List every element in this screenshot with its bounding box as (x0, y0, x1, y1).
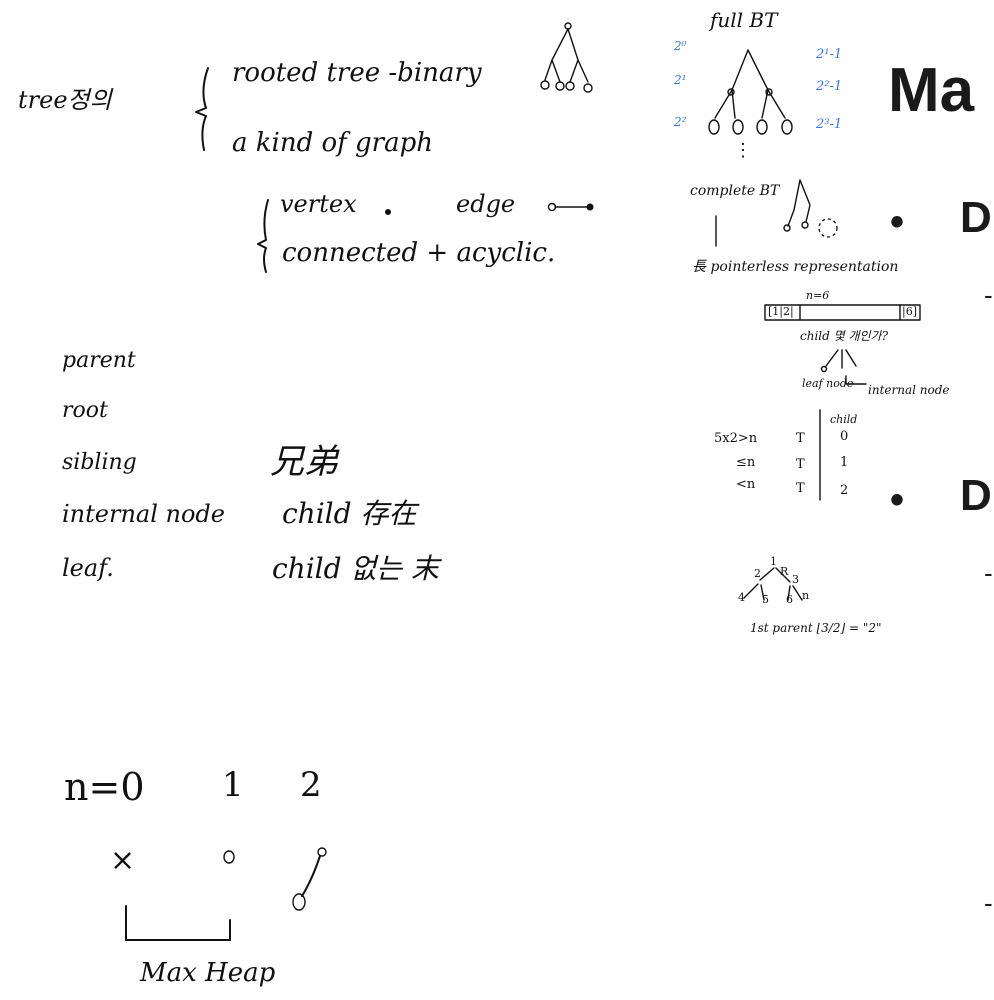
tree-num-4: 4 (738, 591, 745, 604)
slide-title-fragment: Ma (888, 56, 975, 125)
brace-line-rooted-tree: rooted tree -binary (232, 58, 482, 88)
tree-num-1: 1 (770, 555, 777, 568)
tree-num-n: n (802, 589, 810, 602)
cond-row-1-child: 0 (840, 429, 849, 444)
level-sum-1: 2²-1 (816, 79, 843, 94)
pointerless-label: 長 pointerless representation (692, 259, 899, 275)
term-root: root (62, 398, 108, 423)
small-tree-sketch (540, 22, 593, 93)
max-heap-label: Max Heap (140, 958, 276, 988)
tree-num-5: 5 (762, 593, 769, 606)
brace-line-graph: a kind of graph (232, 128, 433, 158)
edge-label: edge (456, 190, 516, 218)
level-exp-1: 2¹ (674, 73, 687, 87)
bullet-dot-icon: • (890, 200, 905, 244)
tree-num-r: R (780, 565, 789, 578)
brace-mark (195, 67, 209, 151)
slide-bullet-1: • (890, 202, 904, 242)
heap-node-one (223, 850, 235, 864)
child-question: child 몇 개인가? (800, 329, 889, 343)
heap-bracket (125, 905, 231, 941)
first-parent-formula: 1st parent ⌊3/2⌋ = "2" (750, 621, 882, 635)
heap-n-one: 1 (222, 765, 244, 805)
cond-row-1: 5x2>n (714, 431, 758, 446)
cond-row-2-t: T (796, 457, 805, 472)
child-branch-sketch (820, 349, 867, 385)
leaf-node-label: leaf node (802, 377, 854, 390)
internal-node-label: internal node (868, 383, 950, 397)
heap-n-two: 2 (300, 765, 322, 805)
term-sibling: sibling (62, 450, 137, 475)
full-bt-title: full BT (710, 8, 778, 32)
connected-acyclic-label: connected + acyclic. (282, 238, 556, 268)
child-column-header: child (830, 413, 858, 426)
cond-row-2: ≤n (736, 455, 756, 470)
slide-dash-1: - (984, 280, 993, 310)
level-sum-0: 2¹-1 (816, 47, 843, 62)
cond-row-3: <n (736, 477, 756, 492)
slide-dash-3: - (984, 888, 993, 918)
level-sum-2: 2³-1 (816, 117, 843, 132)
heap-node-two (292, 847, 327, 911)
vertical-dots: ⋮ (734, 140, 752, 161)
array-box (764, 304, 921, 321)
n-equals-six: n=6 (806, 289, 830, 302)
term-sibling-meaning: 兄弟 (270, 442, 338, 482)
vertex-label: vertex (280, 190, 357, 218)
cond-row-3-child: 2 (840, 483, 849, 498)
slide-dash-2: - (984, 558, 993, 588)
complete-bt-diagram (715, 179, 838, 247)
slide-bullet-1-text: D (960, 193, 992, 242)
term-internal-node: internal node (62, 500, 225, 528)
cond-row-3-t: T (796, 481, 805, 496)
brace-mark-2 (257, 199, 269, 273)
numbered-tree (743, 567, 803, 601)
array-left-cells: [1|2| (768, 305, 794, 318)
full-bt-diagram (708, 49, 793, 135)
term-leaf: leaf. (62, 554, 114, 582)
slide-bullet-2-text: D (960, 471, 992, 520)
heap-x-mark: × (110, 843, 136, 878)
bullet-dot-icon: • (890, 478, 905, 522)
cond-row-2-child: 1 (840, 455, 849, 470)
slide-bullet-2: • (890, 480, 904, 520)
term-parent: parent (62, 348, 136, 373)
tree-num-2: 2 (754, 567, 761, 580)
term-internal-node-meaning: child 存在 (282, 497, 417, 530)
tree-num-6: 6 (786, 593, 793, 606)
tree-num-3: 3 (792, 573, 799, 586)
cond-row-1-t: T (796, 431, 805, 446)
edge-symbol (547, 202, 594, 212)
array-right-cells: |6] (902, 305, 917, 318)
level-exp-2: 2² (674, 115, 687, 129)
complete-bt-label: complete BT (690, 183, 780, 199)
tree-definition-label: tree정의 (18, 86, 112, 114)
vertex-dot (385, 209, 391, 215)
term-leaf-meaning: child 없는 末 (272, 552, 439, 585)
heap-n-zero: n=0 (64, 765, 145, 809)
level-exp-0: 2⁰ (674, 39, 687, 53)
